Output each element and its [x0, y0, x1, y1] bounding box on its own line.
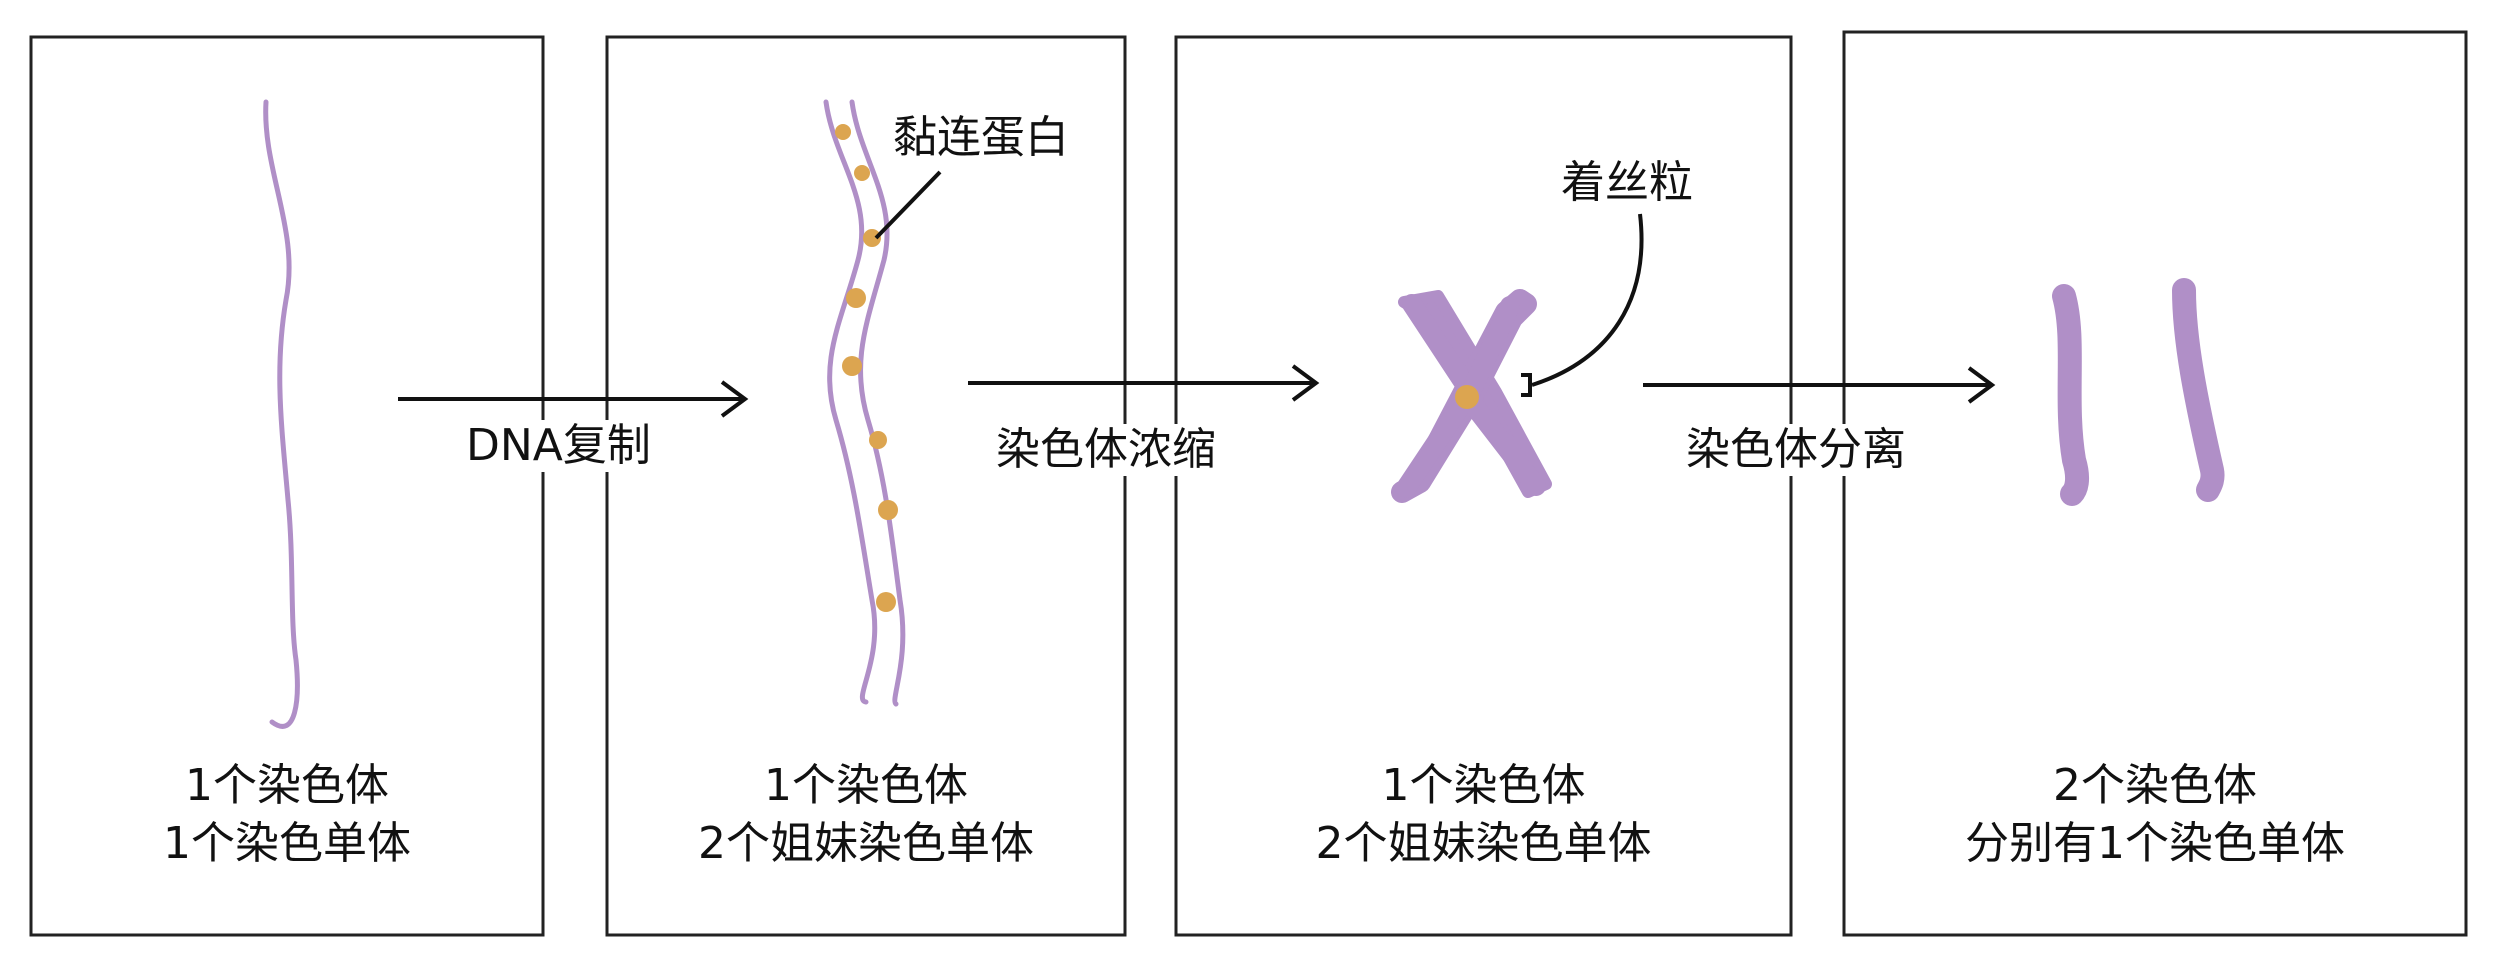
centromere-label: 着丝粒 — [1561, 157, 1693, 208]
centromere-pointer-line — [1531, 213, 1644, 387]
cohesin-dot — [846, 288, 866, 308]
panel-3-caption-line-2: 2个姐妹染色单体 — [1315, 818, 1652, 869]
panel-frame-2 — [605, 35, 1127, 937]
panel-1-caption-line-1: 1个染色体 — [185, 760, 389, 811]
arrow-3 — [1643, 366, 1996, 404]
cohesin-dot — [878, 500, 898, 520]
panel-3-caption: 1个染色体 2个姐妹染色单体 — [1176, 757, 1791, 873]
cohesin-dot — [842, 356, 862, 376]
sister-chromatid-left — [823, 99, 878, 705]
arrow-2 — [968, 364, 1320, 402]
condensed-chromosome — [1391, 289, 1552, 503]
panel-3-caption-line-1: 1个染色体 — [1381, 760, 1586, 811]
panel-frame-4 — [1842, 30, 2468, 937]
separated-chromosome-right — [2172, 278, 2225, 502]
panel-1-caption: 1个染色体 1个染色单体 — [31, 757, 543, 873]
arrow-1 — [398, 380, 749, 418]
cohesin-dot — [869, 431, 887, 449]
separated-chromosome-left — [2052, 284, 2090, 506]
arrow-2-label: 染色体浓缩 — [990, 424, 1222, 476]
cohesin-dot — [854, 165, 870, 181]
centromere-bracket — [1521, 373, 1532, 397]
panel-2-caption-line-1: 1个染色体 — [764, 760, 968, 811]
arrow-1-label: DNA复制 — [460, 420, 657, 472]
single-chromatid — [263, 99, 300, 729]
cohesin-pointer-line — [874, 170, 942, 240]
panel-4-caption-line-2: 分别有1个染色单体 — [1965, 818, 2345, 869]
arrow-3-label: 染色体分离 — [1680, 424, 1912, 476]
cohesin-dot — [835, 124, 851, 140]
cohesin-dot — [863, 229, 881, 247]
panel-4-caption: 2个染色体 分别有1个染色单体 — [1844, 757, 2466, 873]
panel-2-caption-line-2: 2个姐妹染色单体 — [698, 818, 1034, 869]
panel-2-caption: 1个染色体 2个姐妹染色单体 — [607, 757, 1125, 873]
cohesin-dots — [835, 124, 898, 612]
panel-frame-1 — [29, 35, 545, 937]
panel-4-caption-line-1: 2个染色体 — [2053, 760, 2257, 811]
centromere-dot — [1455, 385, 1479, 409]
panel-frame-3 — [1174, 35, 1793, 937]
panel-1-caption-line-2: 1个染色单体 — [163, 818, 411, 869]
sister-chromatid-right — [849, 99, 906, 707]
cohesin-label: 黏连蛋白 — [893, 112, 1069, 163]
cohesin-dot — [876, 592, 896, 612]
